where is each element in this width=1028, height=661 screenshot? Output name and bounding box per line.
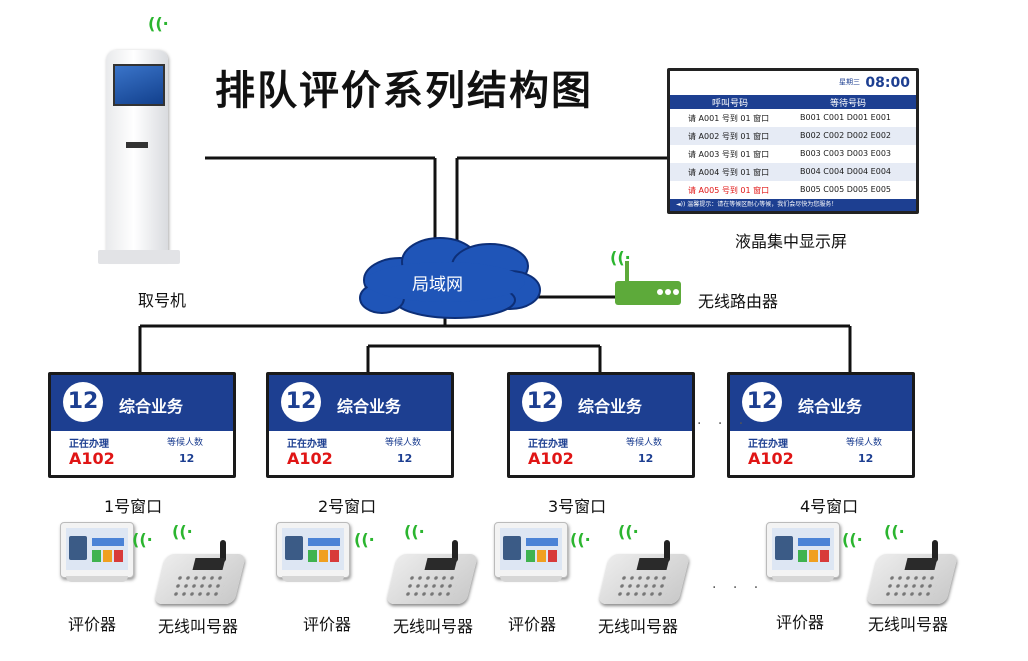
evaluator-wifi-icon-4: ((· — [842, 530, 863, 549]
wireless-caller-3 — [597, 540, 691, 606]
window-label-1: 1号窗口 — [104, 497, 163, 516]
lcd-header-call: 呼叫号码 — [712, 99, 749, 109]
caller-wifi-icon-1: ((· — [172, 522, 193, 541]
window-number: 12 — [63, 382, 103, 422]
evaluator-tablet-1 — [60, 522, 134, 584]
evaluator-tablet-3 — [494, 522, 568, 584]
wireless-router-icon — [615, 261, 685, 305]
router-label: 无线路由器 — [698, 292, 779, 311]
diagram-title: 排队评价系列结构图 — [215, 68, 593, 114]
caller-label-1: 无线叫号器 — [158, 617, 239, 636]
evaluator-wifi-icon-1: ((· — [132, 530, 153, 549]
window-number: 12 — [522, 382, 562, 422]
caller-wifi-icon-3: ((· — [618, 522, 639, 541]
window-label-4: 4号窗口 — [800, 497, 859, 516]
evaluator-label-3: 评价器 — [508, 615, 557, 634]
wireless-caller-4 — [865, 540, 959, 606]
evaluator-tablet-4 — [766, 522, 840, 584]
caller-wifi-icon-2: ((· — [404, 522, 425, 541]
window-business: 综合业务 — [798, 397, 863, 416]
evaluator-label-1: 评价器 — [68, 615, 117, 634]
window-label-2: 2号窗口 — [318, 497, 377, 516]
evaluator-label-2: 评价器 — [303, 615, 352, 634]
window-business: 综合业务 — [337, 397, 402, 416]
window-number: 12 — [742, 382, 782, 422]
window-label-3: 3号窗口 — [548, 497, 607, 516]
evaluator-tablet-2 — [276, 522, 350, 584]
evaluator-wifi-icon-3: ((· — [570, 530, 591, 549]
wireless-caller-2 — [385, 540, 479, 606]
ellipsis-upper: · · · — [697, 416, 750, 432]
lcd-label: 液晶集中显示屏 — [735, 232, 848, 251]
wireless-caller-1 — [153, 540, 247, 606]
evaluator-label-4: 评价器 — [776, 613, 825, 632]
lan-label: 局域网 — [412, 275, 463, 295]
lcd-ticker: ◄)) 温馨提示：请在等候区耐心等候，我们会尽快为您服务！ — [676, 201, 838, 208]
lcd-clock: 08:00 — [865, 75, 910, 91]
ellipsis-lower: · · · — [712, 580, 765, 596]
ticket-kiosk — [98, 50, 180, 265]
window-business: 综合业务 — [119, 397, 184, 416]
lcd-header-wait: 等待号码 — [830, 99, 867, 109]
kiosk-label: 取号机 — [138, 291, 187, 310]
window-business: 综合业务 — [578, 397, 643, 416]
caller-label-3: 无线叫号器 — [598, 617, 679, 636]
caller-label-2: 无线叫号器 — [393, 617, 474, 636]
kiosk-wifi-icon: ((· — [148, 14, 169, 33]
caller-wifi-icon-4: ((· — [884, 522, 905, 541]
kiosk-screen — [113, 64, 165, 106]
evaluator-wifi-icon-2: ((· — [354, 530, 375, 549]
caller-label-4: 无线叫号器 — [868, 615, 949, 634]
lcd-date: 星期三 — [839, 78, 860, 86]
window-number: 12 — [281, 382, 321, 422]
